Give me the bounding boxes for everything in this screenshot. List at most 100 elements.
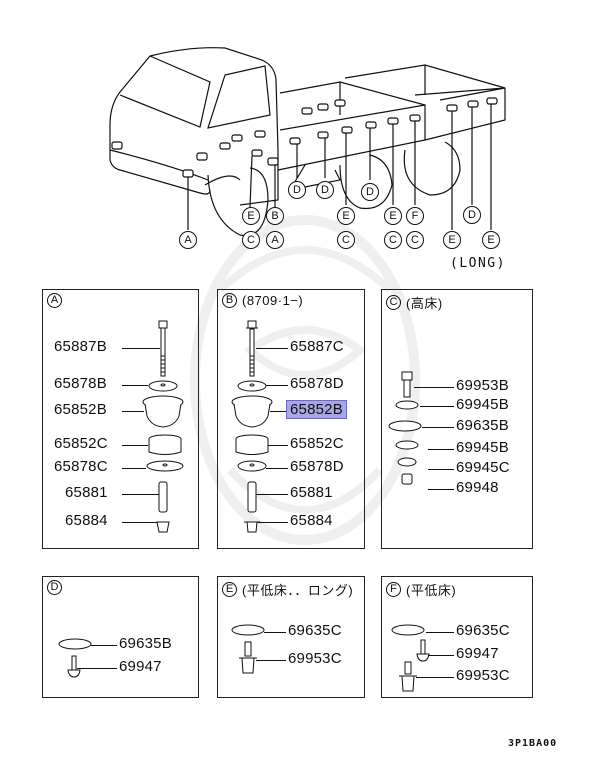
part-number: 65884 xyxy=(65,512,108,529)
callout-a: A xyxy=(266,231,284,249)
callout-d: D xyxy=(361,183,379,201)
part-number: 69945B xyxy=(456,396,509,413)
panel-c: C (高床) 69953B 69945B 69635B 69945B 69945… xyxy=(381,289,533,549)
part-number: 69953C xyxy=(288,650,342,667)
callout-d: D xyxy=(316,181,334,199)
leader-line xyxy=(122,411,144,412)
panel-e-header: E (平低床．．ロング) xyxy=(222,580,353,599)
part-number: 65881 xyxy=(290,484,333,501)
leader-line xyxy=(122,468,146,469)
leader-line xyxy=(422,427,454,428)
part-number: 65852B xyxy=(54,401,107,418)
callout-e: E xyxy=(482,231,500,249)
callout-d: D xyxy=(463,206,481,224)
leader-line xyxy=(258,522,288,523)
washer-icon xyxy=(237,380,267,392)
callout-e: E xyxy=(337,207,355,225)
part-number: 69635C xyxy=(288,622,342,639)
callout-b: B xyxy=(266,207,284,225)
screw-icon xyxy=(67,655,81,678)
panel-b-letter: B xyxy=(222,293,237,308)
leader-line xyxy=(420,406,454,407)
panel-f-header: F (平低床) xyxy=(386,580,456,599)
callout-c: C xyxy=(242,231,260,249)
leader-line xyxy=(428,449,454,450)
leader-line xyxy=(414,387,454,388)
part-number: 69635C xyxy=(456,622,510,639)
leader-line xyxy=(122,445,148,446)
panel-f-note: (平低床) xyxy=(406,583,457,598)
bushing-upper-icon xyxy=(142,395,184,428)
panel-d-header: D xyxy=(47,580,62,595)
part-number: 65852C xyxy=(54,435,108,452)
leader-line xyxy=(428,655,454,656)
leader-line xyxy=(266,385,288,386)
callout-a: A xyxy=(179,231,197,249)
panel-b-header: B (8709·1−) xyxy=(222,293,303,308)
leader-line xyxy=(122,348,160,349)
panel-d: D 69635B 69947 xyxy=(42,576,199,698)
bolt-icon xyxy=(158,320,168,377)
leader-line xyxy=(91,645,117,646)
callout-c: C xyxy=(337,231,355,249)
leader-line xyxy=(77,668,117,669)
long-label: (LONG) xyxy=(450,256,506,271)
callout-d: D xyxy=(288,181,306,199)
leader-line xyxy=(416,677,454,678)
panel-c-header: C (高床) xyxy=(386,293,443,312)
part-number: 69635B xyxy=(456,417,509,434)
flange-bolt-icon xyxy=(239,641,257,674)
part-number: 65881 xyxy=(65,484,108,501)
bolt-icon xyxy=(401,371,413,398)
leader-line xyxy=(268,445,288,446)
panel-c-note: (高床) xyxy=(406,296,443,311)
bushing-upper-icon xyxy=(231,395,273,428)
panel-a-letter: A xyxy=(47,293,62,308)
collar-icon xyxy=(158,481,168,513)
washer-icon xyxy=(391,624,425,636)
part-number: 69953B xyxy=(456,377,509,394)
part-number: 69947 xyxy=(456,645,499,662)
part-number-highlighted[interactable]: 65852B xyxy=(286,400,347,419)
leader-line xyxy=(256,660,286,661)
part-number: 65878B xyxy=(54,375,107,392)
truck-illustration xyxy=(109,47,506,237)
part-number: 69945B xyxy=(456,439,509,456)
bushing-lower-icon xyxy=(235,434,269,455)
part-number: 65884 xyxy=(290,512,333,529)
leader-line xyxy=(256,348,288,349)
part-number: 65878D xyxy=(290,458,344,475)
callout-e: E xyxy=(443,231,461,249)
bushing-lower-icon xyxy=(148,434,182,455)
leader-line xyxy=(428,489,454,490)
panel-f-letter: F xyxy=(386,582,401,597)
part-number: 69947 xyxy=(119,658,162,675)
panel-e-letter: E xyxy=(222,582,237,597)
callout-f: F xyxy=(406,207,424,225)
flange-nut-icon xyxy=(244,521,260,533)
panel-b: B (8709·1−) 65887C 65878D 65852B 65852C … xyxy=(217,289,365,549)
washer-icon xyxy=(231,624,265,636)
washer-icon xyxy=(237,460,267,472)
part-number: 69945C xyxy=(456,459,510,476)
callout-e: E xyxy=(384,207,402,225)
callout-c: C xyxy=(406,231,424,249)
panel-e: E (平低床．．ロング) 69635C 69953C xyxy=(217,576,365,698)
washer-icon xyxy=(58,638,92,650)
panel-a-header: A xyxy=(47,293,62,308)
panel-d-letter: D xyxy=(47,580,62,595)
leader-line xyxy=(428,469,454,470)
panel-b-note: (8709·1−) xyxy=(242,293,304,308)
leader-line xyxy=(264,632,286,633)
part-number: 65887B xyxy=(54,338,107,355)
washer-icon xyxy=(395,440,419,450)
leader-line xyxy=(426,632,454,633)
leader-line xyxy=(266,468,288,469)
washer-icon xyxy=(146,460,184,472)
part-number: 65887C xyxy=(290,338,344,355)
flange-bolt-icon xyxy=(399,661,417,692)
washer-icon xyxy=(395,400,419,410)
leader-line xyxy=(122,385,148,386)
panel-c-letter: C xyxy=(386,295,401,310)
leader-line xyxy=(256,494,288,495)
